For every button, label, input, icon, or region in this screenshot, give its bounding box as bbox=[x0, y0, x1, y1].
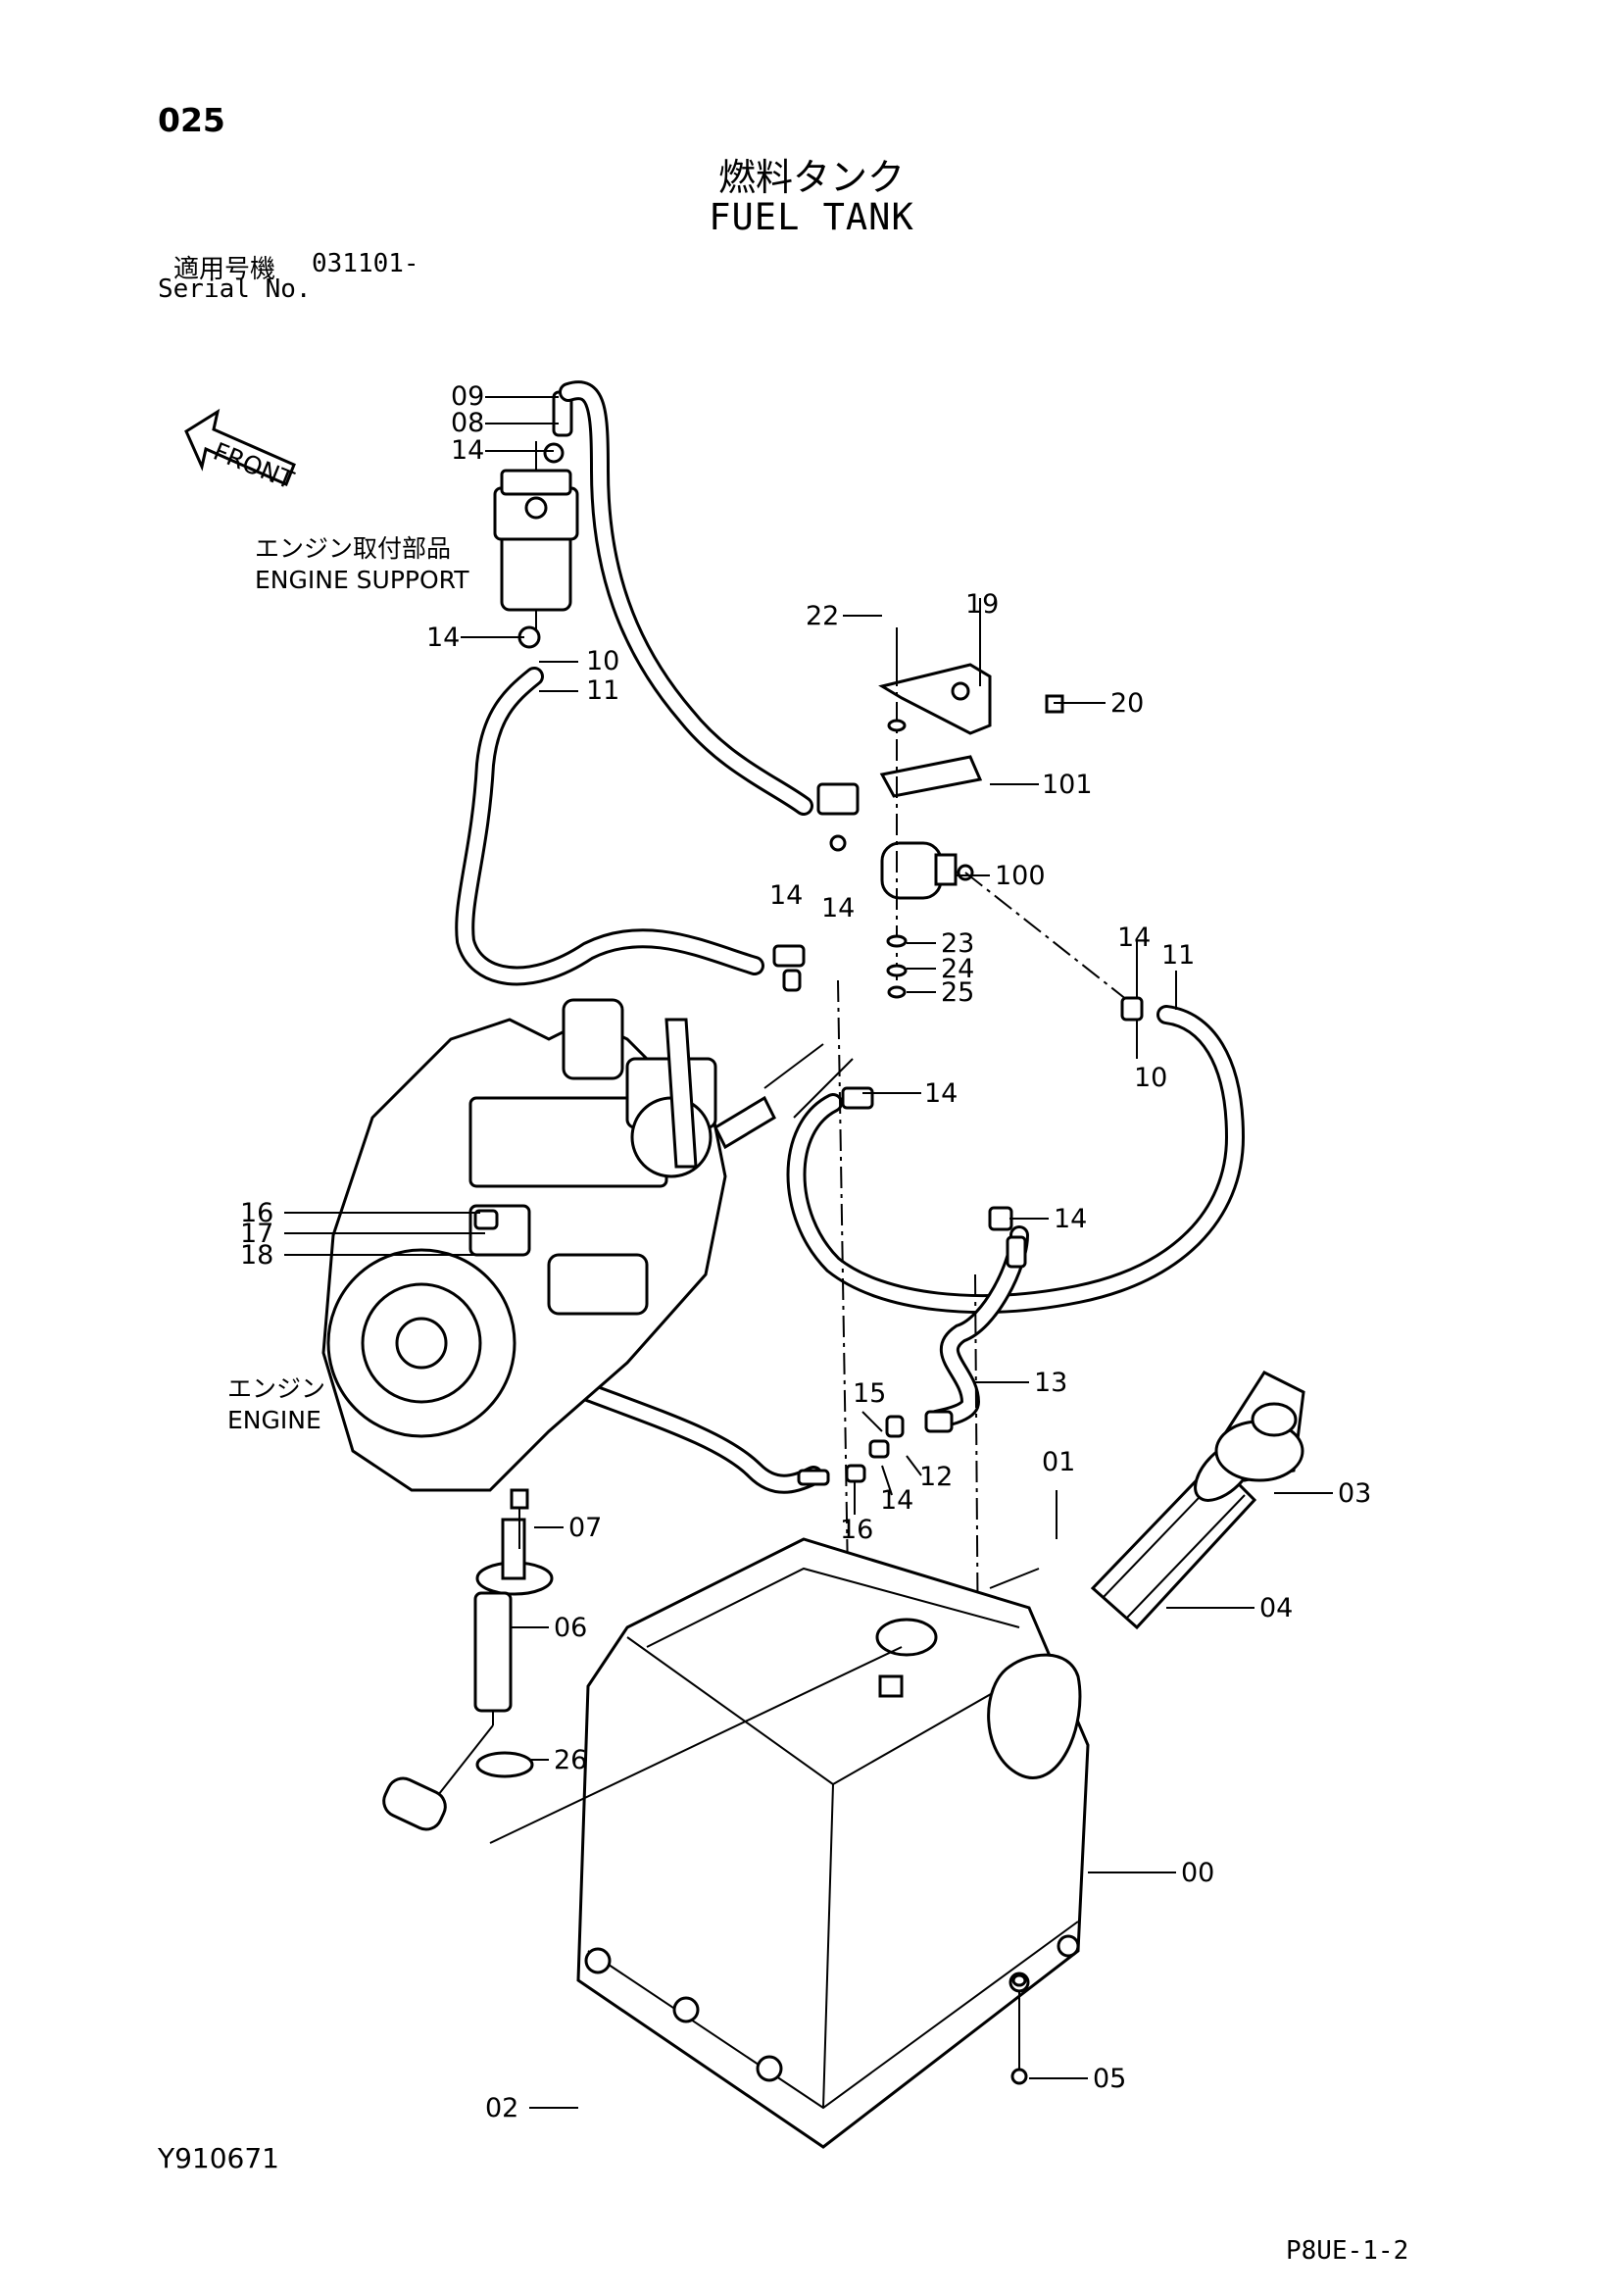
callout-05: 05 bbox=[1093, 2064, 1126, 2094]
engine-support-label: ENGINE SUPPORT bbox=[255, 566, 469, 594]
callout-14: 14 bbox=[1054, 1204, 1087, 1234]
fuel-sender bbox=[382, 1488, 554, 1831]
callout-13: 13 bbox=[1034, 1368, 1067, 1398]
callout-18: 18 bbox=[240, 1240, 273, 1271]
callout-10: 10 bbox=[586, 646, 619, 676]
drawing-number: Y910671 bbox=[158, 2142, 279, 2174]
callout-00: 00 bbox=[1181, 1858, 1214, 1888]
callout-25: 25 bbox=[941, 977, 974, 1008]
callout-24: 24 bbox=[941, 954, 974, 984]
page-title-japanese: 燃料タンク bbox=[717, 156, 905, 199]
callout-11: 11 bbox=[586, 675, 619, 706]
callout-06: 06 bbox=[554, 1613, 587, 1643]
callout-14: 14 bbox=[769, 880, 803, 911]
page-title: FUEL TANK bbox=[709, 196, 914, 238]
callout-04: 04 bbox=[1259, 1593, 1293, 1623]
callout-16: 16 bbox=[240, 1198, 273, 1228]
callout-12: 12 bbox=[919, 1462, 953, 1492]
serial-label: Serial No. bbox=[158, 275, 312, 304]
callout-17: 17 bbox=[240, 1219, 273, 1249]
callout-03: 03 bbox=[1338, 1478, 1371, 1509]
callout-labels: 09 08 14 14 10 11 22 19 20 101 100 14 14… bbox=[240, 381, 1371, 2123]
serial-label-japanese: 適用号機 bbox=[173, 255, 276, 284]
callout-14: 14 bbox=[451, 435, 484, 466]
leader-lines bbox=[284, 396, 1333, 2109]
engine-label-japanese: エンジン bbox=[227, 1374, 325, 1403]
engine bbox=[321, 998, 854, 1492]
callout-101: 101 bbox=[1042, 770, 1093, 800]
callout-26: 26 bbox=[554, 1745, 587, 1775]
callout-02: 02 bbox=[485, 2093, 518, 2123]
callout-10: 10 bbox=[1134, 1063, 1167, 1093]
callout-19: 19 bbox=[965, 589, 999, 620]
fuel-tank bbox=[576, 1537, 1090, 2149]
callout-14: 14 bbox=[1117, 923, 1151, 953]
front-arrow-icon: FRONT bbox=[184, 408, 298, 495]
callout-14: 14 bbox=[880, 1485, 913, 1516]
callout-14: 14 bbox=[821, 893, 855, 923]
callout-09: 09 bbox=[451, 381, 484, 412]
callout-15: 15 bbox=[853, 1378, 886, 1409]
callout-23: 23 bbox=[941, 928, 974, 959]
fuel-hoses bbox=[455, 380, 1246, 1494]
page-code: P8UE-1-2 bbox=[1286, 2236, 1409, 2266]
callout-01: 01 bbox=[1042, 1447, 1075, 1477]
page-number: 025 bbox=[158, 101, 225, 139]
callout-22: 22 bbox=[806, 601, 839, 631]
callout-07: 07 bbox=[568, 1513, 602, 1543]
callout-14: 14 bbox=[426, 623, 460, 653]
engine-support-label-japanese: エンジン取付部品 bbox=[255, 534, 451, 563]
callout-100: 100 bbox=[995, 861, 1046, 891]
fittings bbox=[473, 944, 1144, 1668]
callout-20: 20 bbox=[1110, 688, 1144, 719]
serial-value: 031101- bbox=[312, 249, 419, 278]
fuel-cap bbox=[1214, 1371, 1305, 1482]
engine-label: ENGINE bbox=[227, 1406, 321, 1434]
callout-11: 11 bbox=[1161, 940, 1195, 971]
fuel-filter bbox=[493, 390, 579, 649]
callout-16: 16 bbox=[840, 1515, 873, 1545]
callout-08: 08 bbox=[451, 408, 484, 438]
callout-14: 14 bbox=[924, 1078, 958, 1109]
